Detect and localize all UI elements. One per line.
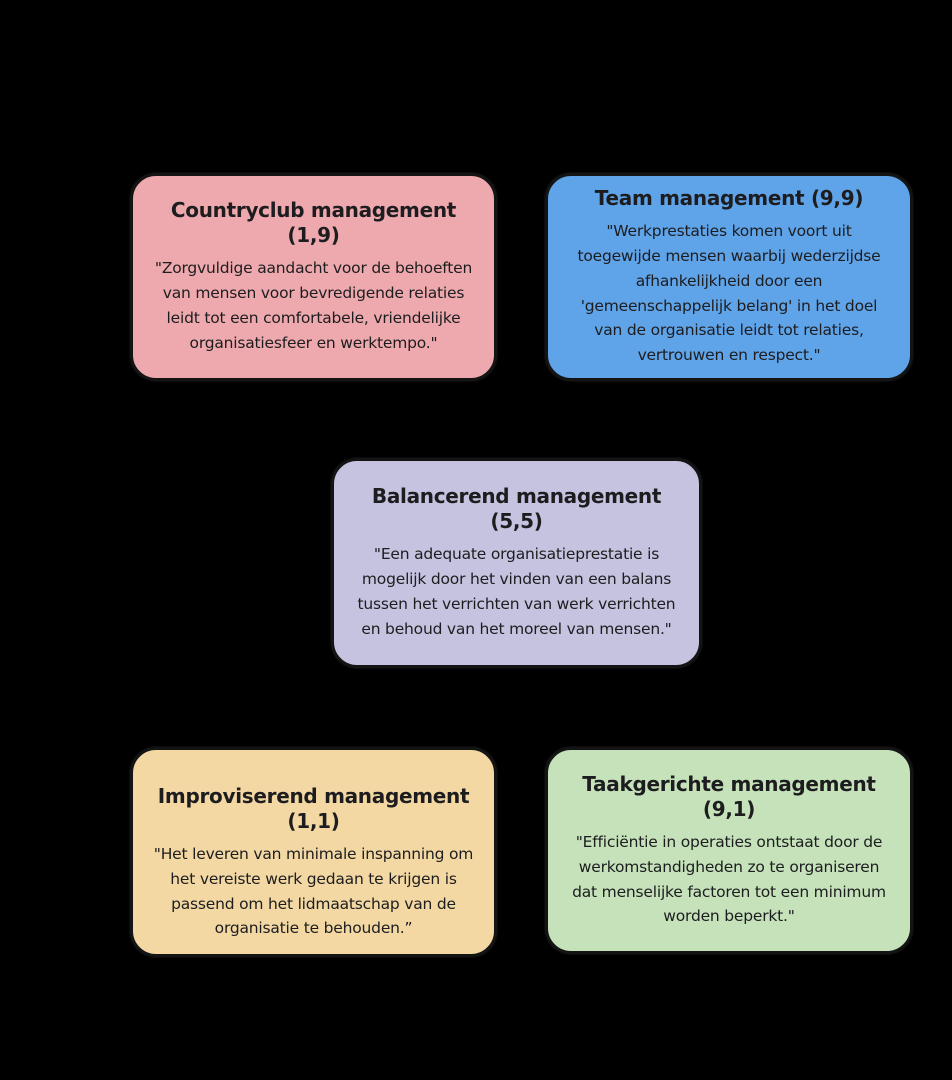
box-title-improviserend: Improviserend management (1,1) <box>157 784 470 833</box>
box-body-countryclub: "Zorgvuldige aandacht voor de behoeften … <box>154 259 473 352</box>
box-balancerend-management: Balancerend management (5,5) "Een adequa… <box>331 458 702 668</box>
box-body-taakgerichte: "Efficiëntie in operaties ontstaat door … <box>572 832 886 926</box>
box-body-balancerend: "Een adequate organisatieprestatie is mo… <box>357 545 676 638</box>
box-body-improviserend: "Het leveren van minimale inspanning om … <box>153 845 474 938</box>
box-improviserend-management: Improviserend management (1,1) "Het leve… <box>130 747 497 957</box>
box-body-team: "Werkprestaties komen voort uit toegewij… <box>577 222 881 365</box>
box-title-taakgerichte: Taakgerichte management (9,1) <box>582 771 876 821</box>
box-team-management: Team management (9,9) "Werkprestaties ko… <box>545 173 913 381</box>
box-countryclub-management: Countryclub management (1,9) "Zorgvuldig… <box>130 173 497 381</box>
box-title-countryclub: Countryclub management (1,9) <box>170 198 457 248</box>
box-taakgerichte-management: Taakgerichte management (9,1) "Efficiënt… <box>545 747 913 954</box>
box-title-team: Team management (9,9) <box>594 186 864 211</box>
box-title-balancerend: Balancerend management (5,5) <box>371 484 662 534</box>
